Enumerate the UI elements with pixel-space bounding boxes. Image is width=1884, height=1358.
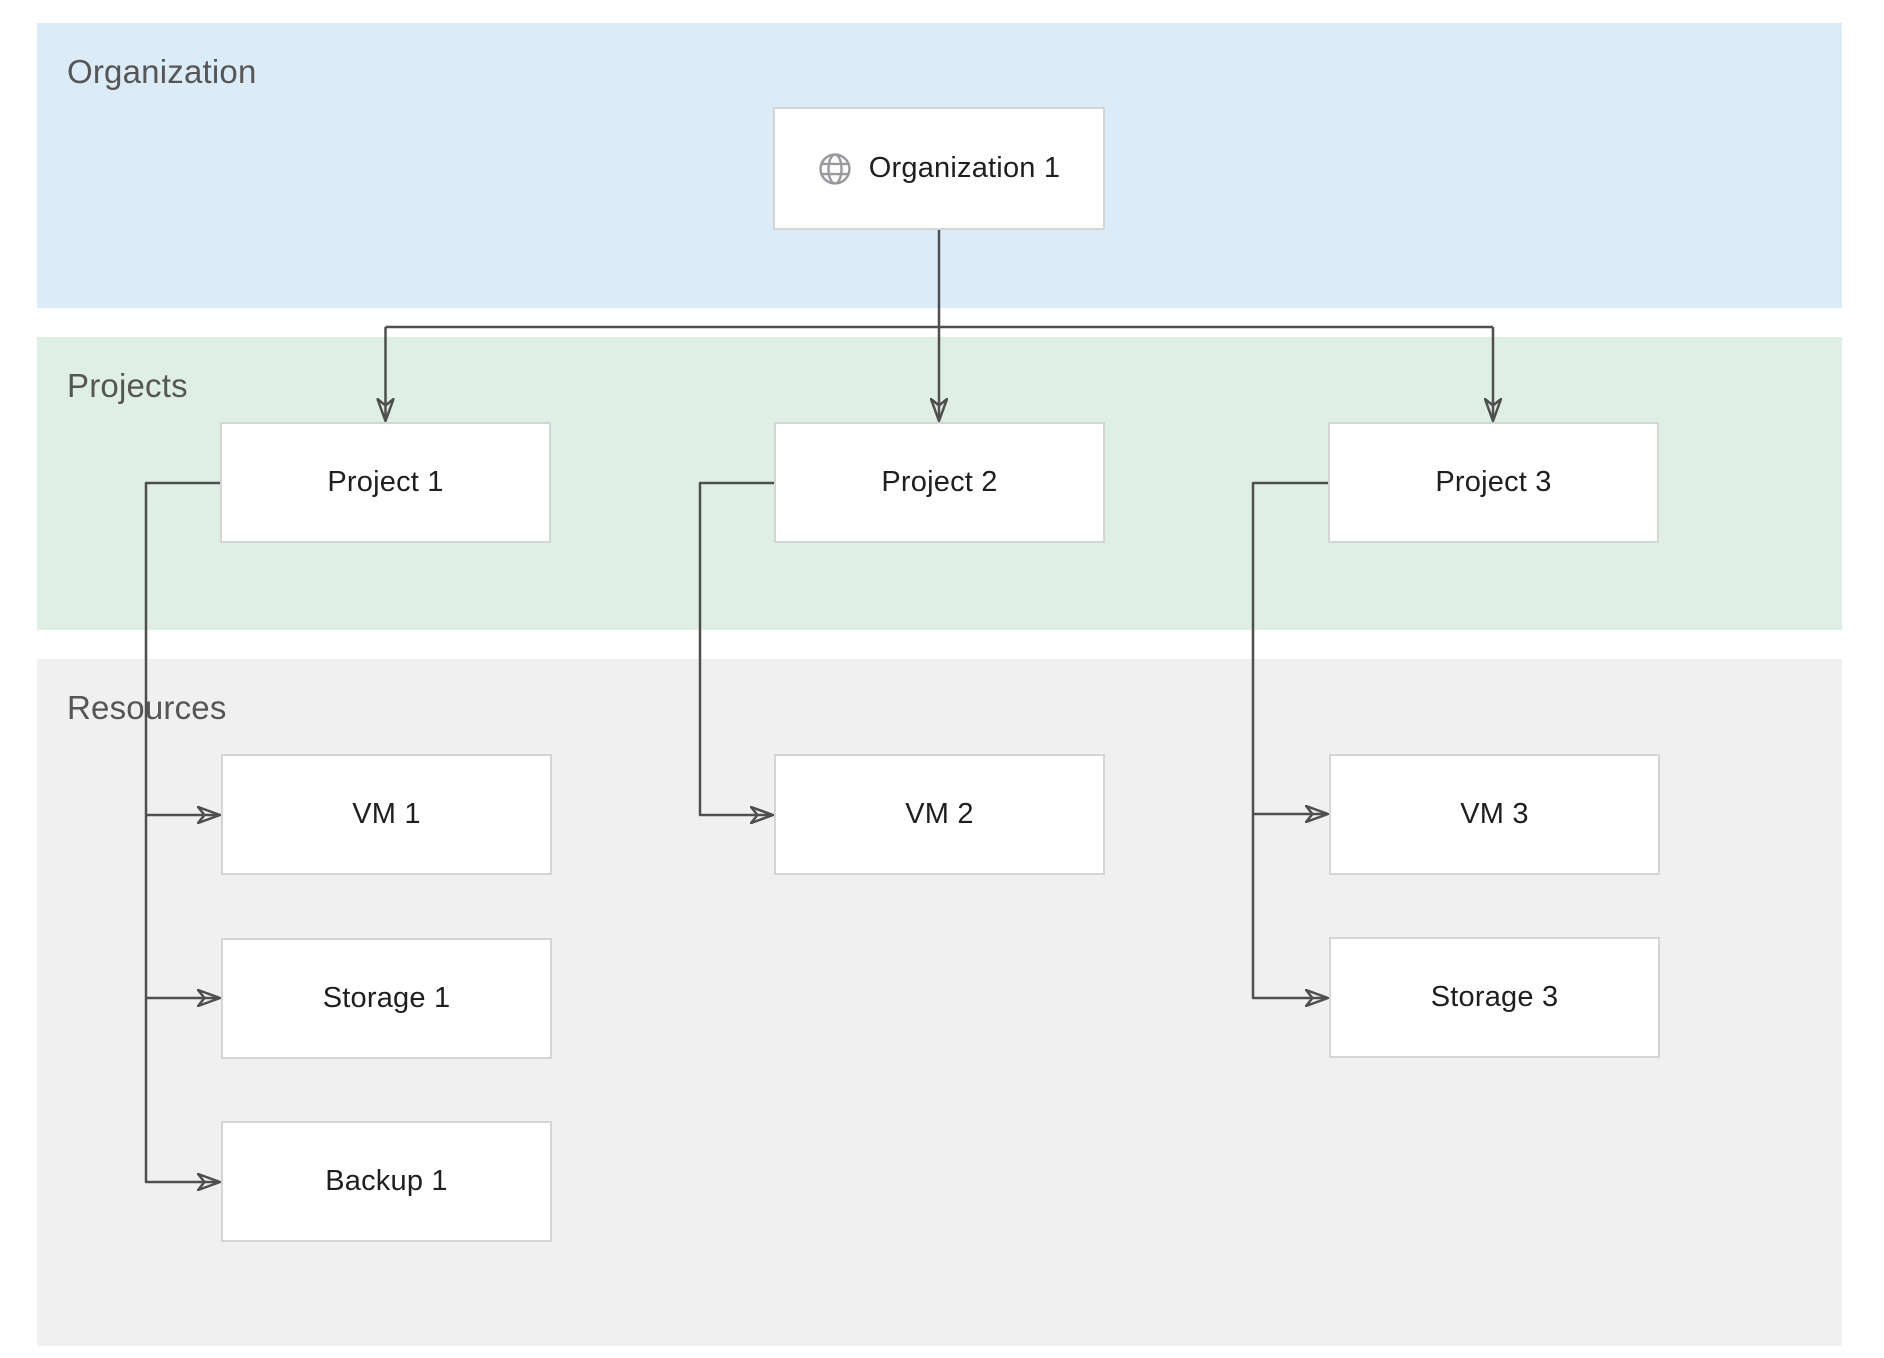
node-vm-2[interactable]: VM 2 [774, 754, 1105, 875]
node-label-storage-3: Storage 3 [1430, 981, 1559, 1013]
node-backup-1[interactable]: Backup 1 [221, 1121, 552, 1242]
edge-project2-vm2 [698, 481, 774, 815]
edge-project1-backup1 [144, 481, 220, 1182]
node-label-organization-1: Organization 1 [868, 152, 1061, 184]
band-label-projects: Projects [67, 367, 188, 404]
node-storage-1[interactable]: Storage 1 [221, 938, 552, 1059]
node-storage-3[interactable]: Storage 3 [1329, 937, 1660, 1058]
node-label-project-3: Project 3 [1435, 466, 1552, 498]
node-label-storage-1: Storage 1 [322, 982, 451, 1014]
node-label-vm-3: VM 3 [1460, 798, 1529, 830]
node-project-1[interactable]: Project 1 [220, 422, 551, 543]
node-label-project-2: Project 2 [881, 466, 998, 498]
node-label-backup-1: Backup 1 [325, 1165, 448, 1197]
band-label-organization: Organization [67, 53, 257, 90]
node-vm-3[interactable]: VM 3 [1329, 754, 1660, 875]
node-project-2[interactable]: Project 2 [774, 422, 1105, 543]
node-label-vm-2: VM 2 [905, 798, 974, 830]
globe-icon [819, 152, 851, 185]
node-label-project-1: Project 1 [327, 466, 444, 498]
edge-project3-storage3 [1251, 481, 1328, 998]
node-label-vm-1: VM 1 [352, 798, 421, 830]
node-project-3[interactable]: Project 3 [1328, 422, 1659, 543]
node-organization-1[interactable]: Organization 1 [773, 107, 1105, 230]
node-vm-1[interactable]: VM 1 [221, 754, 552, 875]
